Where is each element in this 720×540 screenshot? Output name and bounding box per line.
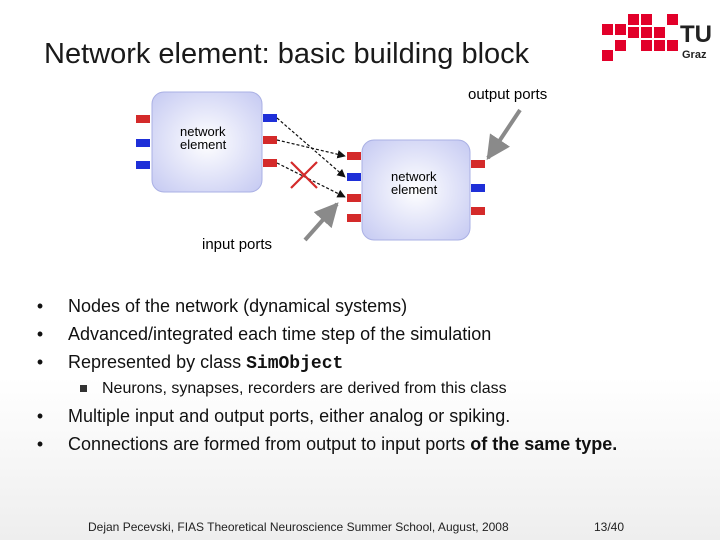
invalid-connection	[276, 117, 346, 178]
input-port	[136, 161, 150, 169]
input-ports-label: input ports	[202, 236, 272, 253]
input-port	[347, 194, 361, 202]
left-network-element	[151, 91, 263, 193]
input-ports-pointer	[303, 202, 339, 242]
right-box-label-1: network	[391, 169, 437, 184]
output-port	[471, 184, 485, 192]
network-element-diagram: network element network element output p…	[136, 86, 547, 253]
bullet-dot-icon: •	[36, 296, 44, 316]
footer-text: Dejan Pecevski, FIAS Theoretical Neurosc…	[88, 520, 509, 534]
square-bullet-icon	[80, 385, 87, 392]
output-ports-pointer	[486, 108, 522, 160]
output-ports-label: output ports	[468, 86, 547, 103]
bullet-text: Multiple input and output ports, either …	[68, 406, 511, 426]
page-number: 13/40	[594, 520, 625, 534]
bullet-dot-icon: •	[36, 352, 44, 372]
cross-icon	[290, 161, 318, 189]
bullet-text: Connections are formed from output to in…	[68, 434, 471, 454]
output-port	[263, 136, 277, 144]
bullet-text: Nodes of the network (dynamical systems)	[68, 296, 408, 316]
input-port	[347, 173, 361, 181]
bullet-dot-icon: •	[36, 434, 44, 454]
bullet-item: • Represented by class SimObject	[30, 348, 710, 376]
input-port	[136, 115, 150, 123]
right-box-label-2: element	[391, 182, 438, 197]
bullet-text: Represented by class	[68, 352, 247, 372]
sub-bullet-text: Neurons, synapses, recorders are derived…	[102, 380, 507, 397]
input-port	[347, 214, 361, 222]
input-port	[347, 152, 361, 160]
left-box-label-2: element	[180, 137, 227, 152]
output-port	[263, 114, 277, 122]
connection-arrow	[276, 162, 346, 198]
left-box-label-1: network	[180, 124, 226, 139]
logo-graz: Graz	[682, 49, 707, 61]
logo-tu: TU	[680, 21, 712, 48]
bullet-item: • Multiple input and output ports, eithe…	[30, 402, 710, 430]
slide-title: Network element: basic building block	[44, 38, 530, 70]
bullet-text: Advanced/integrated each time step of th…	[68, 324, 492, 344]
output-port	[263, 159, 277, 167]
bullet-item: • Advanced/integrated each time step of …	[30, 320, 710, 348]
sub-bullet-item: Neurons, synapses, recorders are derived…	[30, 376, 710, 402]
output-port	[471, 207, 485, 215]
bullet-list: • Nodes of the network (dynamical system…	[30, 292, 710, 458]
input-port	[136, 139, 150, 147]
tu-graz-logo: TU Graz	[602, 14, 712, 61]
bullet-emphasis: of the same type.	[470, 434, 618, 454]
bullet-dot-icon: •	[36, 406, 44, 426]
connection-arrow	[276, 139, 346, 159]
right-network-element	[361, 139, 471, 241]
bullet-item: • Connections are formed from output to …	[30, 430, 710, 458]
class-name-code: SimObject	[246, 354, 344, 374]
bullet-dot-icon: •	[36, 324, 44, 344]
bullet-item: • Nodes of the network (dynamical system…	[30, 292, 710, 320]
output-port	[471, 160, 485, 168]
